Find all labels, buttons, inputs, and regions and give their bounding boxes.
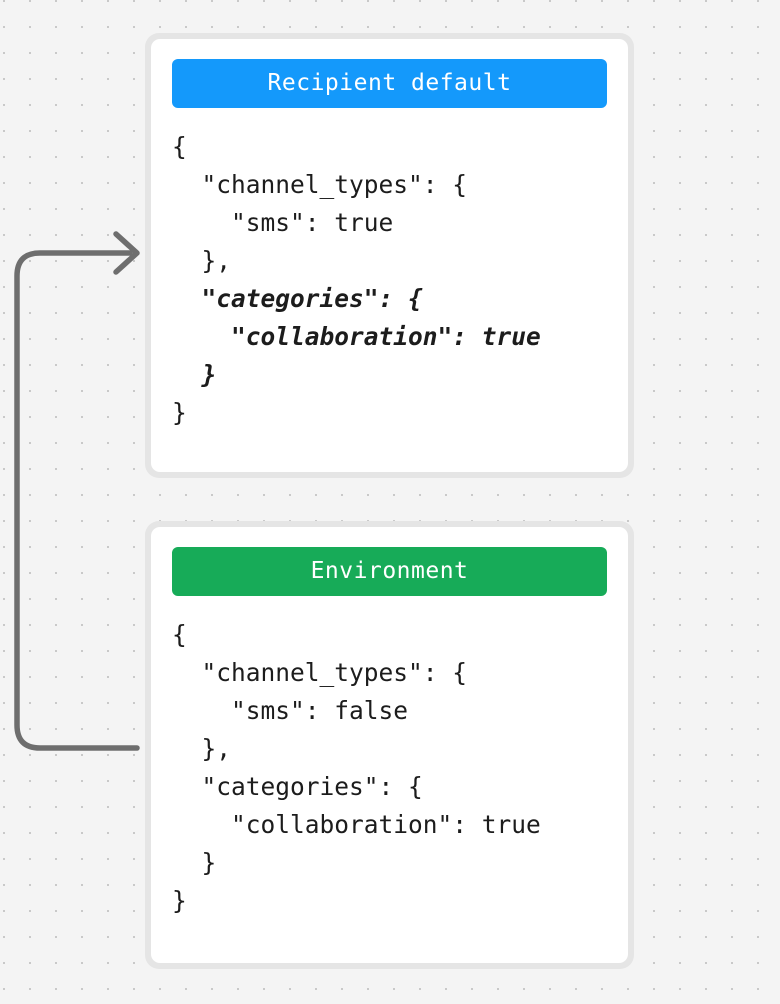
code-line: } bbox=[172, 886, 187, 915]
code-line: "channel_types": { bbox=[172, 170, 468, 199]
code-line: "categories": { bbox=[172, 284, 423, 313]
code-line: { bbox=[172, 620, 187, 649]
code-line: "collaboration": true bbox=[172, 322, 541, 351]
code-line: "categories": { bbox=[172, 772, 423, 801]
card-header-recipient-default: Recipient default bbox=[172, 59, 607, 108]
card-recipient-default[interactable]: Recipient default { "channel_types": { "… bbox=[145, 33, 634, 478]
code-line: }, bbox=[172, 734, 232, 763]
code-block-environment: { "channel_types": { "sms": false }, "ca… bbox=[172, 616, 607, 920]
code-line: "sms": false bbox=[172, 696, 409, 725]
code-block-recipient-default: { "channel_types": { "sms": true }, "cat… bbox=[172, 128, 607, 432]
code-line: } bbox=[172, 848, 217, 877]
code-line: } bbox=[172, 398, 187, 427]
code-line: "collaboration": true bbox=[172, 810, 541, 839]
card-environment[interactable]: Environment { "channel_types": { "sms": … bbox=[145, 521, 634, 969]
card-body-environment: Environment { "channel_types": { "sms": … bbox=[151, 527, 628, 963]
code-line: "sms": true bbox=[172, 208, 394, 237]
code-line: "channel_types": { bbox=[172, 658, 468, 687]
code-line: }, bbox=[172, 246, 232, 275]
code-line: { bbox=[172, 132, 187, 161]
card-body-recipient-default: Recipient default { "channel_types": { "… bbox=[151, 39, 628, 472]
card-header-environment: Environment bbox=[172, 547, 607, 596]
code-line: } bbox=[172, 360, 217, 389]
arrow-path bbox=[14, 250, 140, 751]
arrow-head-icon bbox=[113, 231, 140, 275]
